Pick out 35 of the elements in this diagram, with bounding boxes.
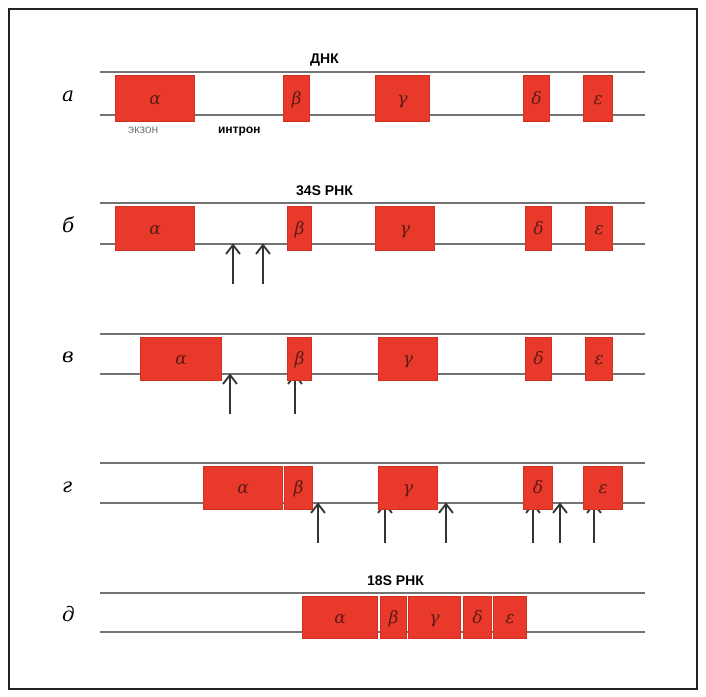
exon-box: α xyxy=(140,337,222,381)
exon-box: α xyxy=(115,206,195,251)
heading: 34S РНК xyxy=(296,182,353,198)
exon-box: β xyxy=(287,337,312,381)
exon-box: δ xyxy=(525,206,552,251)
exon-box: ε xyxy=(493,596,527,639)
heading: 18S РНК xyxy=(367,572,424,588)
exon-box: ε xyxy=(585,337,613,381)
exon-box: ε xyxy=(583,75,613,122)
exon-box: δ xyxy=(463,596,492,639)
exon-box: ε xyxy=(585,206,613,251)
exon-box: δ xyxy=(523,75,550,122)
row-letter: а xyxy=(62,82,74,106)
exon-box: β xyxy=(284,466,313,510)
row-letter: в xyxy=(62,343,74,367)
exon-box: α xyxy=(115,75,195,122)
exon-box: γ xyxy=(408,596,461,639)
exon-box: γ xyxy=(378,337,438,381)
exon-box: α xyxy=(302,596,378,639)
row-letter: б xyxy=(62,213,74,237)
row-letter: г xyxy=(62,473,72,497)
exon-box: δ xyxy=(523,466,553,510)
exon-box: γ xyxy=(375,75,430,122)
caption: экзон xyxy=(128,122,158,136)
exon-box: β xyxy=(287,206,312,251)
heading: ДНК xyxy=(310,50,339,66)
exon-box: β xyxy=(380,596,407,639)
exon-box: α xyxy=(203,466,283,510)
exon-box: ε xyxy=(583,466,623,510)
exon-box: γ xyxy=(375,206,435,251)
caption: интрон xyxy=(218,122,260,136)
row-letter: д xyxy=(62,602,75,626)
exon-box: β xyxy=(283,75,310,122)
exon-box: δ xyxy=(525,337,552,381)
exon-box: γ xyxy=(378,466,438,510)
